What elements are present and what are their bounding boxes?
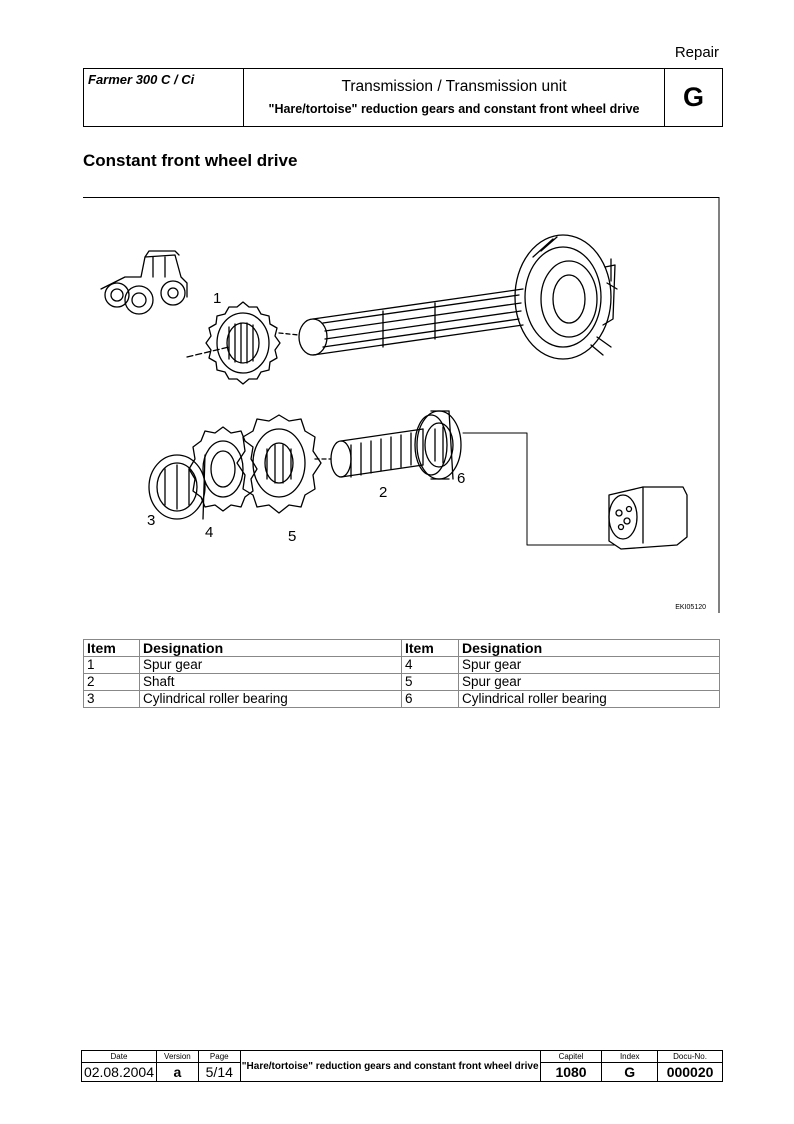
item-designation: Spur gear [458,673,720,691]
item-number: 1 [83,656,140,674]
callout-3: 3 [147,512,155,529]
item-designation: Cylindrical roller bearing [139,690,402,708]
shaft-2-drawing [314,428,424,478]
gear-4-drawing [188,426,258,512]
table-row: 2 Shaft 5 Spur gear [83,673,720,691]
page-footer: Date Version Page "Hare/tortoise" reduct… [81,1050,723,1082]
figure-code: EKI05120 [675,604,706,611]
header-titles: Transmission / Transmission unit "Hare/t… [244,69,665,126]
gear-5-drawing [236,414,322,514]
model-name: Farmer 300 C / Ci [84,69,244,126]
item-designation: Spur gear [139,656,402,674]
footer-capitel: 1080 [539,1062,603,1082]
item-number: 2 [83,673,140,691]
table-row: 1 Spur gear 4 Spur gear [83,656,720,674]
item-designation: Cylindrical roller bearing [458,690,720,708]
item-number: 4 [401,656,459,674]
column-header: Item [83,639,140,657]
callout-1: 1 [213,290,221,307]
table-row: 3 Cylindrical roller bearing 6 Cylindric… [83,690,720,708]
column-header: Designation [458,639,720,657]
section-title: Constant front wheel drive [83,151,298,170]
tractor-icon [100,250,188,315]
housing-box-drawing [608,486,688,550]
item-number: 5 [401,673,459,691]
footer-version: a [155,1062,199,1082]
footer-version-label: Version [155,1050,199,1063]
footer-index: G [601,1062,659,1082]
footer-date: 02.08.2004 [81,1062,157,1082]
drawing-svg: 1 2 3 4 5 6 [83,197,720,613]
footer-label-row: Date Version Page "Hare/tortoise" reduct… [81,1050,723,1082]
footer-page: 5/14 [197,1062,241,1082]
exploded-drawing: 1 2 3 4 5 6 EKI05120 [83,197,720,613]
footer-index-label: Index [601,1050,659,1063]
item-number: 6 [401,690,459,708]
bearing-6-drawing [414,410,462,480]
column-header: Item [401,639,459,657]
long-shaft-drawing [278,234,618,360]
footer-date-label: Date [81,1050,157,1063]
item-designation: Spur gear [458,656,720,674]
bearing-3-drawing [148,454,206,520]
callout-5: 5 [288,528,296,545]
header-title: Transmission / Transmission unit [341,78,567,95]
table-header-row: Item Designation Item Designation [83,639,720,657]
item-number: 3 [83,690,140,708]
footer-value-row: 02.08.2004 a 5/14 1080 G 000020 [81,1062,723,1082]
callout-2: 2 [379,484,387,501]
gear-1-drawing [186,301,281,385]
footer-description: "Hare/tortoise" reduction gears and cons… [239,1050,541,1082]
footer-page-label: Page [197,1050,241,1063]
item-designation: Shaft [139,673,402,691]
callout-4: 4 [205,524,213,541]
header-index: G [682,82,704,112]
header-subtitle: "Hare/tortoise" reduction gears and cons… [268,102,640,116]
footer-docu-label: Docu-No. [657,1050,723,1063]
footer-capitel-label: Capitel [539,1050,603,1063]
page-header: Farmer 300 C / Ci Transmission / Transmi… [83,68,723,127]
callout-6: 6 [457,470,465,487]
items-table: Item Designation Item Designation 1 Spur… [83,639,720,708]
footer-docu: 000020 [657,1062,723,1082]
section-label: Repair [674,44,719,61]
column-header: Designation [139,639,402,657]
